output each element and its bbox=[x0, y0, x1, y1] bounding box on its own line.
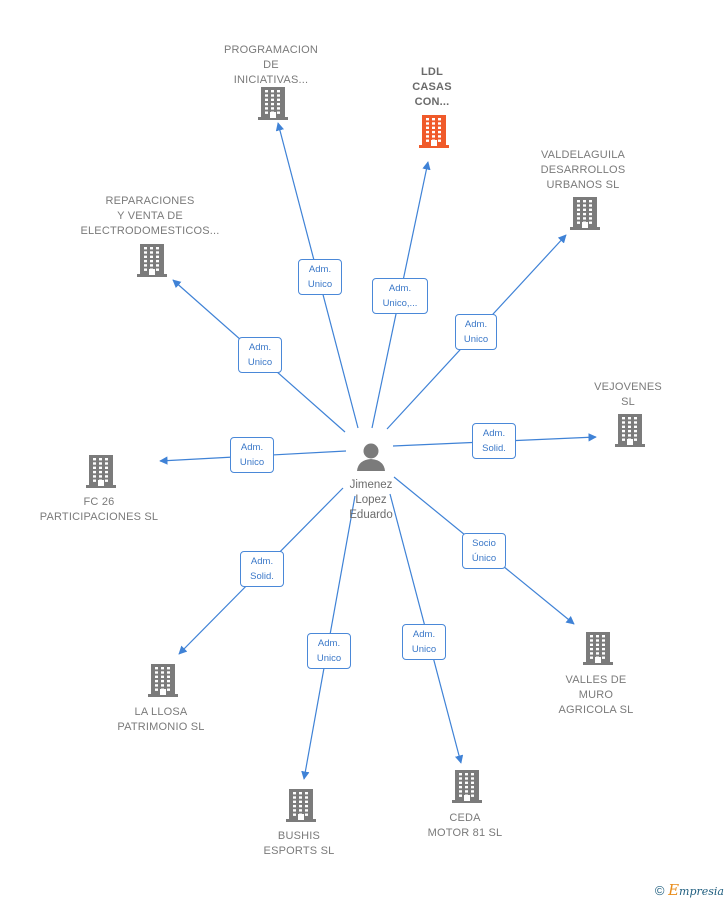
edge-label-lallosa[interactable]: Adm. Solid. bbox=[240, 551, 284, 587]
company-label-fc26[interactable]: FC 26 PARTICIPACIONES SL bbox=[39, 496, 159, 523]
building-icon-fc26[interactable] bbox=[84, 453, 118, 489]
person-icon bbox=[357, 443, 385, 471]
company-label-vejovenes[interactable]: VEJOVENES SL bbox=[594, 381, 662, 408]
company-label-ceda[interactable]: CEDA MOTOR 81 SL bbox=[427, 812, 503, 839]
building-icon-lallosa[interactable] bbox=[146, 662, 180, 698]
company-label-programacion[interactable]: PROGRAMACION DE INICIATIVAS... bbox=[223, 44, 319, 86]
edge-label-reparaciones[interactable]: Adm. Unico bbox=[238, 337, 282, 373]
edge-label-ceda[interactable]: Adm. Unico bbox=[402, 624, 446, 660]
company-label-reparaciones[interactable]: REPARACIONES Y VENTA DE ELECTRODOMESTICO… bbox=[80, 195, 220, 237]
empresia-logo-initial: E bbox=[668, 881, 680, 899]
empresia-footer: © Empresia bbox=[655, 881, 724, 899]
building-icon-reparaciones[interactable] bbox=[135, 242, 169, 278]
building-icon-ceda[interactable] bbox=[450, 768, 484, 804]
building-icon-valdelaguila[interactable] bbox=[568, 195, 602, 231]
edge-label-fc26[interactable]: Adm. Unico bbox=[230, 437, 274, 473]
copyright-symbol: © bbox=[654, 883, 665, 898]
company-label-lallosa[interactable]: LA LLOSA PATRIMONIO SL bbox=[117, 706, 205, 733]
building-icon-programacion[interactable] bbox=[256, 85, 290, 121]
edge-label-valles[interactable]: Socio Único bbox=[462, 533, 506, 569]
building-icon-vejovenes[interactable] bbox=[613, 412, 647, 448]
edge-label-vejovenes[interactable]: Adm. Solid. bbox=[472, 423, 516, 459]
company-label-ldl[interactable]: LDL CASAS CON... bbox=[412, 66, 452, 108]
building-icon-bushis[interactable] bbox=[284, 787, 318, 823]
edge-label-bushis[interactable]: Adm. Unico bbox=[307, 633, 351, 669]
building-icon-ldl[interactable] bbox=[417, 113, 451, 149]
edge-label-programacion[interactable]: Adm. Unico bbox=[298, 259, 342, 295]
company-label-bushis[interactable]: BUSHIS ESPORTS SL bbox=[263, 830, 335, 857]
center-person-name[interactable]: Jimenez Lopez Eduardo bbox=[349, 479, 393, 521]
company-label-valles[interactable]: VALLES DE MURO AGRICOLA SL bbox=[558, 674, 634, 716]
building-icon-valles[interactable] bbox=[581, 630, 615, 666]
edge-label-valdelaguila[interactable]: Adm. Unico bbox=[455, 314, 497, 350]
company-label-valdelaguila[interactable]: VALDELAGUILA DESARROLLOS URBANOS SL bbox=[540, 149, 626, 191]
edge-label-ldl[interactable]: Adm. Unico,... bbox=[372, 278, 428, 314]
empresia-logo-text: mpresia bbox=[679, 885, 724, 898]
